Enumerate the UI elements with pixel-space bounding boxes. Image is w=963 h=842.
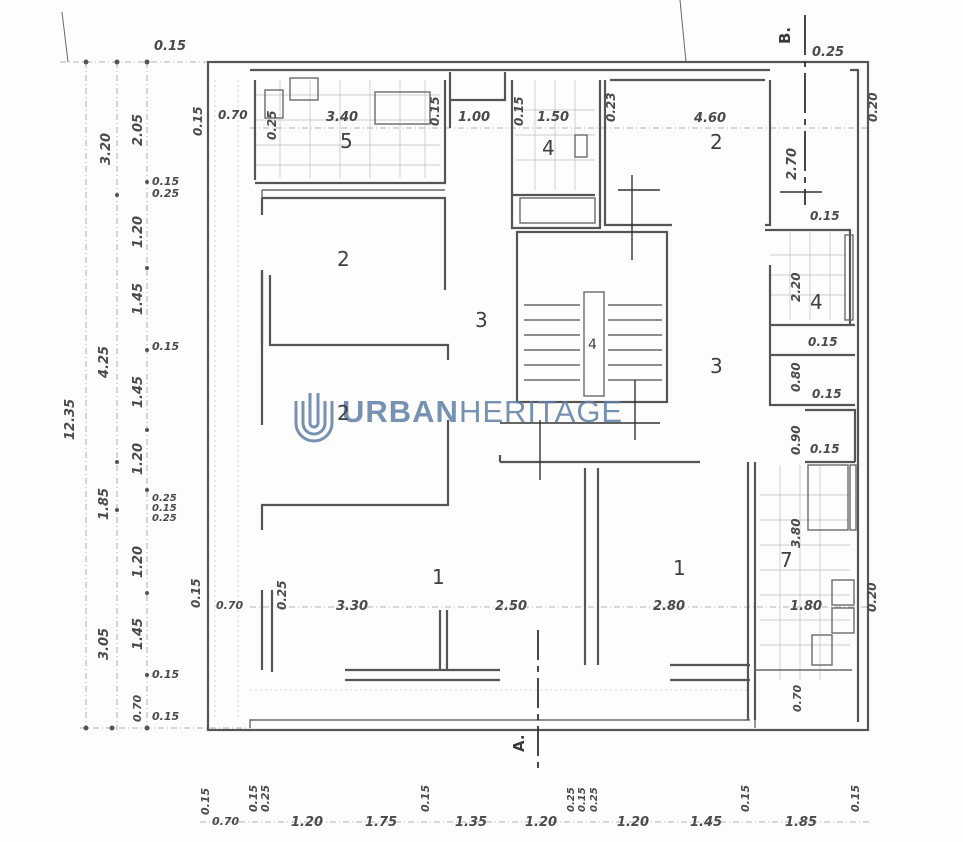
dim-bottom-15: 1.85: [785, 815, 818, 830]
dim-top-right: 0.25: [812, 45, 845, 60]
dim-bottom-6: 0.15: [419, 784, 432, 812]
tile-grid-right-kitchen: [760, 465, 850, 680]
room-bedroom-left-upper: 2: [337, 247, 350, 271]
dim-bottom-8: 1.20: [525, 815, 558, 830]
dim-left-inner-1: 1.20: [131, 215, 146, 248]
dim-bottom-13: 1.45: [690, 815, 723, 830]
dim-k-wall-top-left: 0.15: [191, 106, 205, 136]
room-bedroom-top-right: 2: [710, 130, 723, 154]
dim-left-inner-2: 1.45: [131, 282, 146, 315]
dim-k-wall2: 0.15: [428, 96, 442, 126]
dim-left-outer-1: 12.35: [63, 398, 78, 440]
dim-kitchen-r-depth: 3.80: [789, 518, 803, 548]
dim-left-small-5: 0.25: [152, 513, 177, 524]
dim-left-inner-6: 1.45: [131, 617, 146, 650]
balcony-grid: [214, 80, 750, 720]
dim-left-middle-0: 4.25: [97, 345, 112, 378]
dim-left-inner-3: 1.45: [131, 375, 146, 408]
dim-living-left-b: 2.50: [495, 599, 528, 614]
room-bedroom-left-lower: 2: [337, 401, 350, 425]
section-line-b: [780, 15, 822, 205]
dim-left-inner-0: 2.05: [131, 113, 146, 146]
dim-bottom-11: 0.25: [589, 787, 600, 812]
interior-walls: [253, 72, 857, 720]
dim-left-inner-7: 0.70: [131, 694, 144, 722]
dimension-lines: [60, 59, 870, 823]
dim-lower-left-gap: 0.70: [216, 599, 244, 612]
watermark-text: URBANHERITAGE: [342, 394, 624, 429]
dim-left-outer-2: 3.05: [97, 627, 112, 660]
dim-bottom-12: 1.20: [617, 815, 650, 830]
dim-bottom-2: 0.15: [247, 784, 260, 812]
section-marker-b: B.: [776, 26, 794, 44]
dim-left-small-3: 0.25: [152, 493, 177, 504]
dim-bath-top: 1.50: [537, 110, 570, 125]
dim-bed-depth: 2.70: [785, 147, 800, 180]
dim-lower-left-wall2: 0.25: [275, 580, 289, 610]
urbanheritage-logo-icon: [294, 393, 334, 443]
dim-bottom-14: 0.15: [739, 784, 752, 812]
dim-bed-wall: 0.15: [810, 209, 840, 223]
dim-bottom-5: 1.75: [365, 815, 398, 830]
dim-left-inner-5: 1.20: [131, 545, 146, 578]
tile-grid-top-kitchen: [255, 80, 440, 178]
dim-b-wall: 0.15: [512, 96, 526, 126]
dim-k-left-gap: 0.70: [218, 108, 248, 122]
room-stair: 4: [588, 337, 597, 353]
dim-bedroom-top: 4.60: [694, 111, 727, 126]
dim-left-middle-1: 1.85: [97, 487, 112, 520]
section-marker-a: A.: [510, 734, 528, 752]
dim-left-inner-4: 1.20: [131, 442, 146, 475]
dim-b-wall2: 0.23: [604, 92, 618, 122]
dim-living-left-a: 3.30: [336, 599, 369, 614]
dim-balcony-depth: 0.70: [791, 684, 804, 712]
tile-grid-right-bath: [770, 232, 845, 320]
dim-left-small-0: 0.15: [152, 175, 180, 188]
room-bath-right: 4: [810, 290, 823, 314]
room-hall-left: 3: [475, 308, 488, 332]
dim-closet1-depth: 0.80: [789, 362, 803, 392]
dim-closet2-depth: 0.90: [789, 425, 803, 455]
dim-k-wall: 0.25: [265, 110, 279, 140]
dim-closet1-wall: 0.15: [812, 387, 842, 401]
dim-top-left: 0.15: [154, 39, 187, 54]
room-living-right: 1: [673, 556, 686, 580]
dim-left-small-7: 0.15: [152, 710, 180, 723]
dim-left-small-4: 0.15: [152, 503, 177, 514]
room-hall-right: 3: [710, 354, 723, 378]
dim-kitchen-top: 3.40: [326, 110, 359, 125]
dim-left-small-2: 0.15: [152, 340, 180, 353]
dim-bottom-4: 1.20: [291, 815, 324, 830]
room-kitchen-right: 7: [780, 548, 793, 572]
watermark: URBANHERITAGE: [342, 396, 623, 427]
dim-left-small-6: 0.15: [152, 668, 180, 681]
dim-wc-top: 1.00: [458, 110, 491, 125]
dim-kitchen-right: 1.80: [790, 599, 823, 614]
dim-left-small-1: 0.25: [152, 187, 180, 200]
dim-bottom-9: 0.25: [566, 787, 577, 812]
dim-bottom-0: 0.15: [199, 787, 212, 815]
room-bath-top: 4: [542, 136, 555, 160]
room-kitchen-top: 5: [340, 129, 353, 153]
dim-bottom-16: 0.15: [849, 784, 862, 812]
dim-living-right: 2.80: [653, 599, 686, 614]
dim-lower-left-wall: 0.15: [189, 578, 203, 608]
dim-bath-r-depth: 2.20: [789, 272, 803, 302]
axis-crosshairs: [500, 175, 660, 480]
dim-left-outer-0: 3.20: [99, 132, 114, 165]
dim-right-wall-bottom: 0.20: [865, 582, 879, 612]
dim-bath-r-wall: 0.15: [808, 335, 838, 349]
dim-right-wall-top: 0.20: [866, 92, 880, 122]
dim-closet2-wall: 0.15: [810, 442, 840, 456]
dim-bottom-10: 0.15: [577, 787, 588, 812]
dim-bottom-3: 0.25: [259, 784, 272, 812]
dim-bottom-7: 1.35: [455, 815, 488, 830]
room-living-left: 1: [432, 565, 445, 589]
dim-bottom-1: 0.70: [212, 815, 240, 828]
